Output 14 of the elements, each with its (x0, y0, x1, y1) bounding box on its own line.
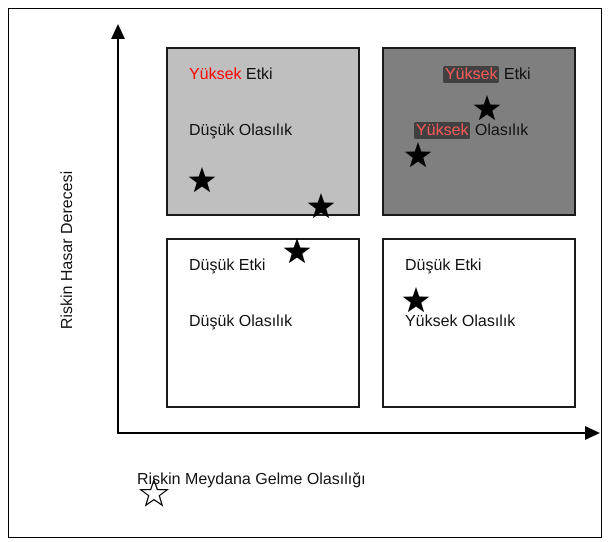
risk-quadrant (166, 238, 360, 408)
probability-text: Düşük Olasılık (189, 122, 292, 140)
probability-text: Yüksek Olasılık (414, 122, 528, 140)
impact-text: Yüksek Etki (189, 66, 273, 84)
x-axis-label: Riskin Meydana Gelme Olasılığı (137, 471, 366, 489)
impact-text: Düşük Etki (189, 257, 266, 275)
impact-text: Düşük Etki (405, 257, 482, 275)
risk-quadrant (382, 47, 576, 216)
risk-quadrant (166, 47, 360, 216)
probability-text: Düşük Olasılık (189, 313, 292, 331)
impact-text: Yüksek Etki (443, 66, 531, 84)
probability-text: Yüksek Olasılık (405, 313, 516, 331)
risk-quadrant (382, 238, 576, 408)
y-axis-label: Riskin Hasar Derecesi (59, 170, 78, 330)
